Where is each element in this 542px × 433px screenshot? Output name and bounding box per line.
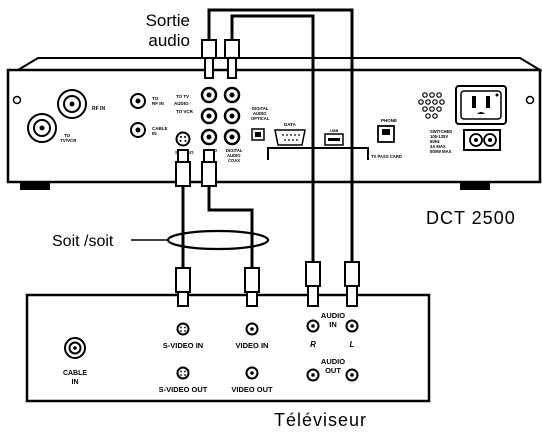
decoder-rca-jacks [200,86,241,146]
audio-out-callout-line1: Sortie [146,11,190,30]
card-slot-bracket [267,147,369,160]
video-plugs-decoder [175,149,217,187]
screw-icon [12,95,22,105]
audio-out-right-jack [223,86,241,104]
plug-tips [177,285,358,307]
either-or-callout: Soit /soit [52,233,114,250]
power-inlet [463,129,501,151]
audio-vcr-right-jack [223,107,241,125]
tv-callout: Téléviseur [274,410,367,430]
tv-audio-out-jacks [306,368,359,382]
tv-s-video-in-label: S-VIDEO IN [163,341,203,350]
data-port: DATA [274,122,306,146]
data-label: DATA [284,122,297,127]
vent-grille [418,92,445,119]
audio-out-left-jack [200,86,218,104]
tv-box [25,293,431,403]
tv-pass-card-label: TV PASS CARD [371,154,402,159]
decoder-box [6,57,542,190]
phone-label: PHONE [381,118,397,123]
audio-vcr-left-jack [200,107,218,125]
to-vcr-label: TO VCR [176,109,194,114]
phone-port: PHONE TV PASS CARD [371,118,402,159]
digital-audio-coax-jack [223,128,241,146]
audio-out-callout-line2: audio [148,31,190,50]
tv-video-in-label: VIDEO IN [236,341,269,350]
usb-label: USB [330,128,339,133]
tv-s-video-out-label: S-VIDEO OUT [159,385,208,394]
tv-video-in-jack [245,322,259,336]
to-tv-label: TO TV [176,94,189,99]
model-callout: DCT 2500 [426,208,516,228]
video-out-jack [200,128,218,146]
usb-port: USB [324,128,344,146]
tv-s-video-out-jack [176,366,190,380]
tv-video-out-label: VIDEO OUT [231,385,273,394]
rf-in-connector: RF IN [57,89,105,119]
tv-s-video-in-jack [176,322,190,336]
audio-label: AUDIO [174,101,189,106]
audio-plugs-decoder [201,39,240,79]
rf-in-label: RF IN [92,106,105,112]
switched-outlet [455,85,507,125]
screw-icon [525,95,535,105]
tv-audio-in-jacks [306,319,359,333]
audio-cables [207,8,354,262]
tv-r-label: R [310,340,316,349]
tv-video-out-jack [245,366,259,380]
tv-l-label: L [350,340,355,349]
